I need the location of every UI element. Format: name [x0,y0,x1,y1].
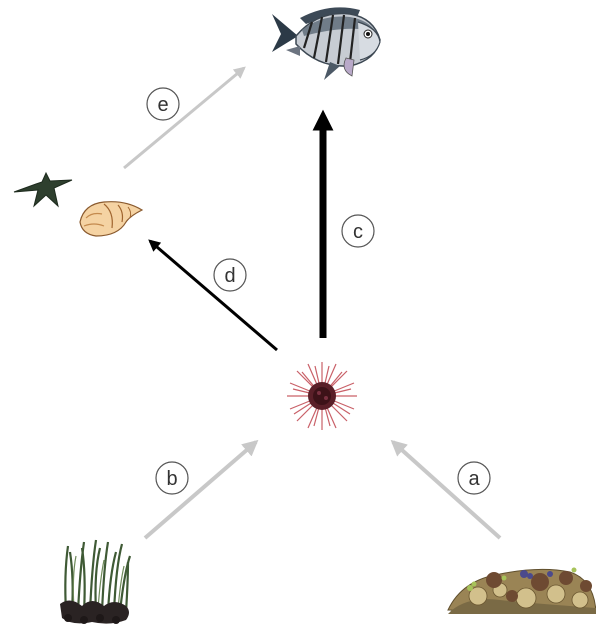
sea-urchin-icon [287,362,357,430]
edge-d [150,241,277,350]
edge-label-c: c [342,215,374,247]
edge-label-b: b [156,462,188,494]
edge-label-c-text: c [353,221,363,243]
edge-label-d-text: d [224,265,235,287]
edge-label-e-text: e [157,94,168,116]
edge-label-a: a [458,462,490,494]
algae-covered-rock-icon [448,568,596,615]
starfish-icon [14,173,72,206]
sea-snail-shell-icon [80,202,142,236]
edge-label-d: d [214,259,246,291]
edge-label-e: e [147,88,179,120]
seagrass-icon [60,540,130,624]
edge-label-b-text: b [166,468,177,490]
edge-label-a-text: a [468,468,480,490]
edge-e [124,68,244,168]
sea-bream-fish-icon [272,7,380,80]
